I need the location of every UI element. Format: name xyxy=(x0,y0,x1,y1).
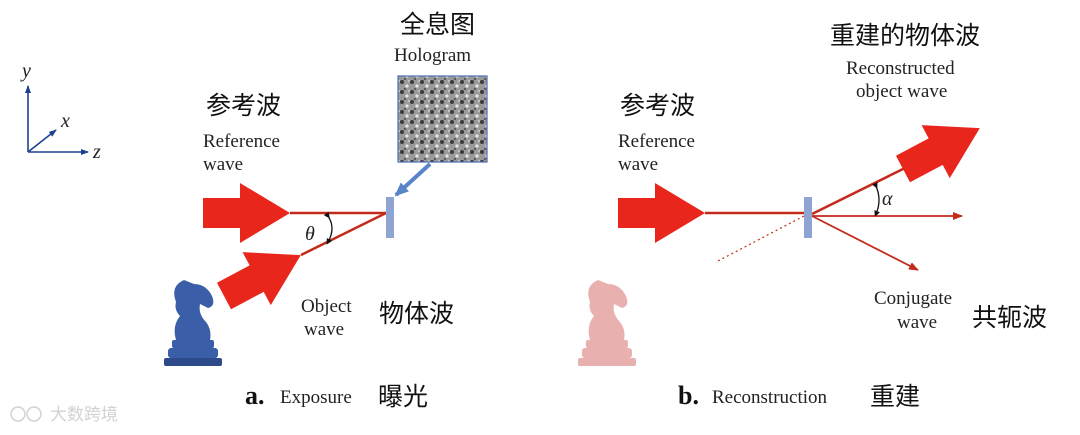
reconstructed-cn-label: 重建的物体波 xyxy=(830,21,980,50)
reference-cn-label: 参考波 xyxy=(206,91,281,120)
exposure-caption-cn: 曝光 xyxy=(378,382,428,411)
exposure-caption-letter: a. xyxy=(245,381,265,410)
reconstructed-en-label-2: object wave xyxy=(856,81,947,102)
exposure-caption-en: Exposure xyxy=(280,387,352,408)
x-axis xyxy=(27,129,57,153)
object-cn-label: 物体波 xyxy=(379,299,454,328)
x-axis-label: x xyxy=(60,110,70,132)
reconstruction-caption-cn: 重建 xyxy=(870,382,920,411)
reference-en-label-1: Reference xyxy=(203,131,280,152)
conjugate-cn-label: 共轭波 xyxy=(972,303,1047,332)
virtual-beam-dotted-line xyxy=(715,215,805,263)
z-axis-label: z xyxy=(92,141,101,163)
reconstructed-beam-line xyxy=(811,166,906,216)
alpha-label: α xyxy=(882,188,893,210)
y-axis-label: y xyxy=(20,60,31,82)
alpha-angle-arc xyxy=(872,182,880,217)
object-wave-arrow xyxy=(216,252,301,310)
watermark-text: 大数跨境 xyxy=(50,405,118,425)
hologram-plate-right xyxy=(804,197,812,238)
conjugate-beam-arrow xyxy=(811,215,919,271)
coordinate-axes: y x z xyxy=(20,60,101,163)
conjugate-en-label-1: Conjugate xyxy=(874,288,952,309)
reference-en-label-2: wave xyxy=(203,154,243,175)
reconstructed-en-label-1: Reconstructed xyxy=(846,58,955,79)
watermark-logo-icon xyxy=(10,406,26,422)
theta-label: θ xyxy=(305,223,315,245)
reference-en-label-right-1: Reference xyxy=(618,131,695,152)
object-beam-line xyxy=(300,211,387,257)
hologram-en-label: Hologram xyxy=(394,45,471,66)
reconstruction-panel: 重建的物体波 Reconstructed object wave 参考波 Ref… xyxy=(578,21,1047,411)
reference-cn-label-right: 参考波 xyxy=(620,91,695,120)
hologram-cn-label: 全息图 xyxy=(400,10,475,39)
chess-knight-object xyxy=(164,280,222,366)
conjugate-en-label-2: wave xyxy=(897,312,937,333)
reference-wave-arrow xyxy=(203,183,290,243)
watermark: 大数跨境 xyxy=(10,405,118,425)
reference-en-label-right-2: wave xyxy=(618,154,658,175)
theta-angle-arc xyxy=(323,211,333,245)
object-en-label-1: Object xyxy=(301,296,352,317)
reconstruction-caption-letter: b. xyxy=(678,381,699,410)
hologram-pointer-arrow xyxy=(394,162,432,197)
reconstructed-wave-arrow xyxy=(895,125,980,183)
reconstruction-caption-en: Reconstruction xyxy=(712,387,828,408)
chess-knight-virtual-image xyxy=(578,280,636,366)
reference-wave-arrow-right xyxy=(618,183,705,243)
object-en-label-2: wave xyxy=(304,319,344,340)
hologram-image xyxy=(397,75,488,163)
hologram-plate xyxy=(386,197,394,238)
exposure-panel: 全息图 Hologram 参考波 Reference wave θ Object… xyxy=(164,10,488,411)
